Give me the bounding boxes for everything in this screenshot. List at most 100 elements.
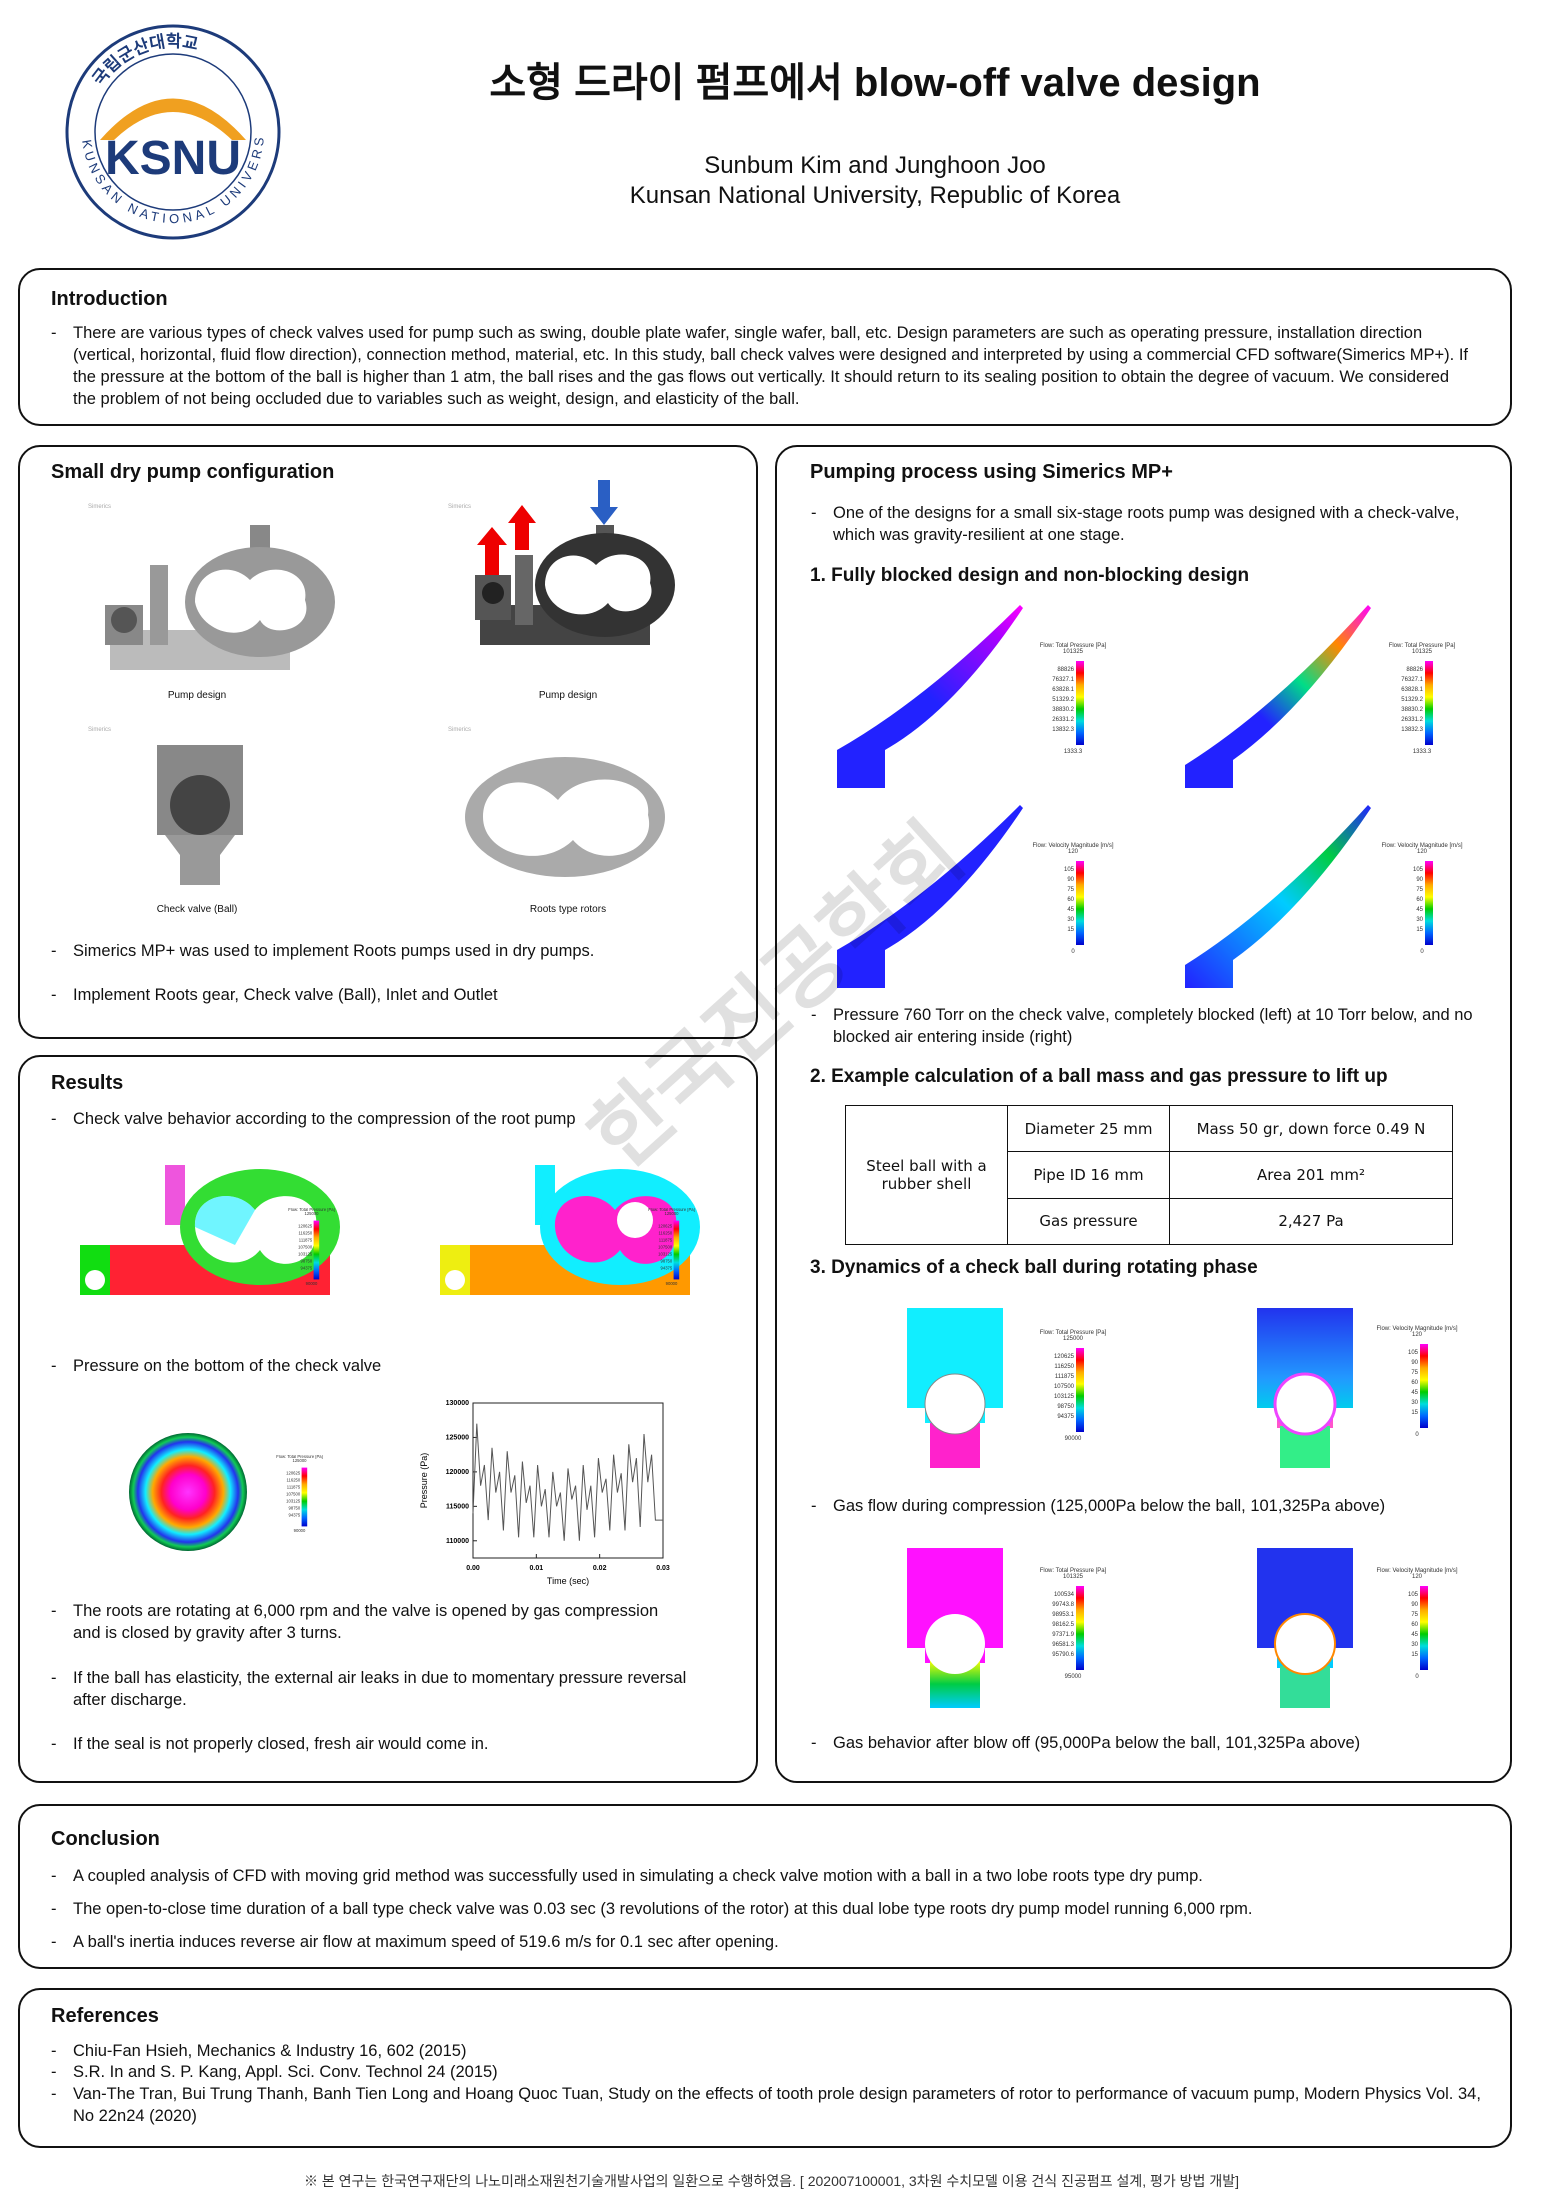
y-tick-label: 130000: [446, 1400, 469, 1407]
conclusion-heading: Conclusion: [51, 1828, 160, 1850]
university-logo: KSNU 국립군산대학교 KUNSAN NATIONAL UNIVERSITY: [54, 10, 286, 242]
section3-heading: 3. Dynamics of a check ball during rotat…: [810, 1257, 1258, 1278]
legend-tick: 30: [1067, 917, 1074, 923]
pump-design-arrows-image: [475, 480, 675, 645]
legend-colorbar: [1076, 1586, 1084, 1670]
legend-max: 125000: [292, 1459, 307, 1464]
affiliation: Kunsan National University, Republic of …: [629, 182, 1121, 209]
legend-tick: 90: [1067, 877, 1074, 883]
legend-tick: 100534: [1053, 1592, 1074, 1598]
legend-max: 120: [1416, 849, 1427, 855]
results-bullet: -If the seal is not properly closed, fre…: [51, 1735, 489, 1753]
legend-tick: 116250: [286, 1478, 301, 1483]
simerics-label: Simerics: [448, 727, 472, 733]
results-bullet: -Pressure on the bottom of the check val…: [51, 1357, 382, 1375]
legend-tick: 94375: [660, 1266, 673, 1271]
legend-max: 101325: [1411, 649, 1433, 655]
table-cell: Diameter 25 mm: [1007, 1104, 1170, 1153]
legend-tick: 63828.1: [1401, 687, 1423, 693]
results-bullet: -The roots are rotating at 6,000 rpm and…: [51, 1602, 659, 1642]
legend-tick: 60: [1416, 897, 1423, 903]
introduction-text: -There are various types of check valves…: [51, 324, 1468, 408]
config-heading: Small dry pump configuration: [51, 461, 335, 483]
compression-velocity-image: [1257, 1308, 1353, 1468]
legend-tick: 99743.8: [1052, 1602, 1074, 1608]
table-cell: Area 201 mm²: [1169, 1151, 1453, 1199]
legend-tick: 103125: [298, 1252, 313, 1257]
rotor-compression-image-1: [80, 1165, 340, 1295]
legend-title: Flow: Velocity Magnitude [m/s]: [1032, 843, 1114, 849]
legend-title: Flow: Total Pressure [Pa]: [648, 1208, 695, 1213]
legend-tick: 95790.6: [1052, 1652, 1074, 1658]
table-cell: Gas pressure: [1007, 1197, 1170, 1246]
legend-title: Flow: Velocity Magnitude [m/s]: [1376, 1326, 1458, 1332]
legend-tick: 13832.3: [1052, 727, 1074, 733]
roots-rotors-image: [465, 757, 665, 877]
reference-item: -S.R. In and S. P. Kang, Appl. Sci. Conv…: [51, 2063, 498, 2081]
legend-tick: 103125: [658, 1252, 673, 1257]
legend-tick: 63828.1: [1052, 687, 1074, 693]
x-tick-label: 0.02: [593, 1565, 607, 1572]
legend-tick: 38830.2: [1052, 707, 1074, 713]
legend-max: 101325: [1062, 649, 1084, 655]
legend-colorbar: [313, 1220, 320, 1280]
reference-item: -Chiu-Fan Hsieh, Mechanics & Industry 16…: [51, 2042, 467, 2060]
legend-colorbar: [1076, 861, 1084, 945]
legend-tick: 120625: [298, 1224, 313, 1229]
legend-tick: 75: [1411, 1370, 1418, 1376]
poster-title: 소형 드라이 펌프에서 blow-off valve design: [489, 61, 1261, 105]
nonblocked-pressure-image: [1185, 605, 1371, 788]
legend-tick: 90: [1411, 1602, 1418, 1608]
legend-tick: 98750: [1057, 1404, 1074, 1410]
legend-title: Flow: Velocity Magnitude [m/s]: [1376, 1568, 1458, 1574]
references-panel: [18, 1988, 1512, 2148]
legend-tick: 45: [1067, 907, 1074, 913]
legend-tick: 116250: [1054, 1364, 1074, 1370]
legend-tick: 107500: [1053, 1384, 1074, 1390]
intro-bullet: There are various types of check valves …: [73, 324, 1468, 408]
caption-pump-design: Pump design: [167, 690, 227, 701]
legend-tick: 38830.2: [1401, 707, 1423, 713]
legend-colorbar: [301, 1467, 308, 1527]
legend-tick: 76327.1: [1401, 677, 1423, 683]
legend-title: Flow: Total Pressure [Pa]: [1039, 643, 1107, 649]
config-bullet: -Implement Roots gear, Check valve (Ball…: [51, 986, 498, 1004]
caption-check-valve: Check valve (Ball): [156, 904, 238, 915]
svg-text:KUNSAN NATIONAL UNIVERSITY: KUNSAN NATIONAL UNIVERSITY: [60, 22, 267, 226]
legend-max: 120: [1067, 849, 1078, 855]
legend-tick: 26331.2: [1401, 717, 1423, 723]
caption-pump-design-2: Pump design: [538, 690, 598, 701]
table-cell: Mass 50 gr, down force 0.49 N: [1169, 1104, 1453, 1153]
section1-heading: 1. Fully blocked design and non-blocking…: [810, 565, 1250, 586]
pumping-heading: Pumping process using Simerics MP+: [810, 461, 1173, 483]
y-tick-label: 110000: [446, 1538, 469, 1545]
simerics-label: Simerics: [88, 727, 112, 733]
legend-tick: 105: [1412, 867, 1423, 873]
conclusion-bullet: -A ball's inertia induces reverse air fl…: [51, 1933, 779, 1951]
legend-title: Flow: Total Pressure [Pa]: [288, 1208, 335, 1213]
legend-title: Flow: Total Pressure [Pa]: [1039, 1330, 1107, 1336]
pressure-series-line: [472, 1423, 663, 1541]
simerics-label: Simerics: [448, 504, 472, 510]
legend-tick: 45: [1411, 1390, 1418, 1396]
legend-tick: 15: [1411, 1652, 1418, 1658]
legend-tick: 51329.2: [1401, 697, 1423, 703]
legend-tick: 15: [1067, 927, 1074, 933]
legend-max: 120: [1411, 1332, 1422, 1338]
results-heading: Results: [51, 1072, 124, 1094]
legend-colorbar: [1425, 861, 1433, 945]
legend-tick: 116250: [298, 1231, 313, 1236]
pump-design-image: [105, 525, 335, 670]
legend-tick: 97371.9: [1052, 1632, 1074, 1638]
legend-min: 90000: [293, 1529, 306, 1534]
table-cell: Pipe ID 16 mm: [1007, 1151, 1170, 1199]
legend-max: 125000: [664, 1212, 679, 1217]
legend-tick: 15: [1411, 1410, 1418, 1416]
legend-tick: 90: [1411, 1360, 1418, 1366]
legend-tick: 98162.5: [1052, 1622, 1074, 1628]
svg-text:국립군산대학교: 국립군산대학교: [89, 32, 200, 89]
